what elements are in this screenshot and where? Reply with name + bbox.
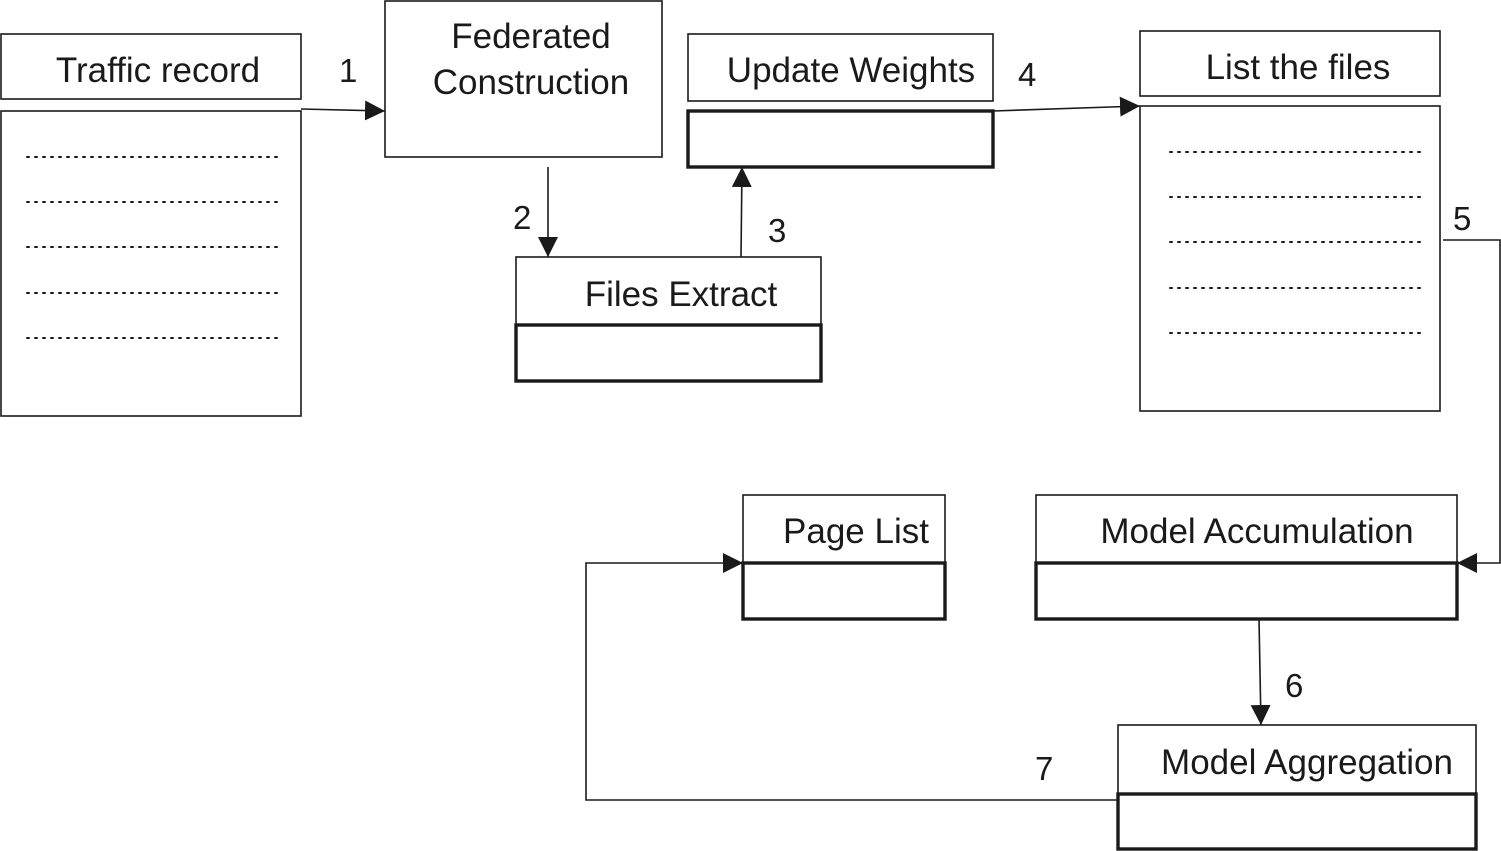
- edge-6: 6: [1250, 618, 1303, 726]
- update-weights-header: [687, 33, 994, 102]
- model-aggregation-label: Model Aggregation: [1161, 743, 1453, 782]
- files-extract-body: [514, 323, 823, 383]
- federated-construction-node: Federated Construction: [384, 0, 663, 158]
- edge-7: 7: [585, 553, 1118, 801]
- edge-1-arrow: [300, 100, 386, 121]
- edge-2: 2: [513, 167, 558, 257]
- edge-4-arrow: [992, 96, 1141, 117]
- edge-3-label: 3: [768, 212, 786, 249]
- files-extract-header: [515, 256, 822, 326]
- federated-construction-label-line1: Federated: [451, 17, 611, 56]
- list-the-files-label: List the files: [1206, 48, 1391, 87]
- list-the-files-body: [1139, 105, 1441, 412]
- page-list-header: [742, 494, 946, 564]
- list-the-files-header: [1139, 30, 1441, 97]
- model-aggregation-header: [1117, 724, 1477, 795]
- model-accumulation-body: [1034, 561, 1459, 621]
- edge-5-label: 5: [1453, 200, 1471, 237]
- traffic-record-node: Traffic record: [0, 33, 302, 417]
- model-accumulation-node: Model Accumulation: [1034, 494, 1459, 621]
- files-extract-label: Files Extract: [585, 275, 778, 314]
- edge-2-label: 2: [513, 199, 531, 236]
- traffic-record-body: [0, 110, 302, 417]
- model-accumulation-header: [1035, 494, 1458, 564]
- update-weights-label: Update Weights: [727, 51, 975, 90]
- edge-1-label: 1: [339, 52, 357, 89]
- edge-6-arrow: [1250, 618, 1271, 726]
- model-aggregation-body: [1116, 792, 1478, 851]
- page-list-body: [741, 561, 947, 621]
- traffic-record-label: Traffic record: [56, 51, 260, 90]
- edge-5: 5: [1443, 200, 1501, 573]
- page-list-node: Page List: [741, 494, 947, 621]
- edge-1: 1: [300, 52, 386, 121]
- update-weights-node: Update Weights: [686, 33, 995, 169]
- model-aggregation-node: Model Aggregation: [1116, 724, 1478, 851]
- edge-6-label: 6: [1285, 667, 1303, 704]
- federated-construction-box: [384, 0, 663, 158]
- files-extract-node: Files Extract: [514, 256, 823, 383]
- edge-7-arrow: [585, 553, 1118, 801]
- edge-4: 4: [992, 56, 1141, 117]
- edge-5-arrow: [1443, 239, 1501, 573]
- federated-construction-label-line2: Construction: [433, 63, 629, 102]
- list-the-files-dotted-lines: [1169, 151, 1427, 334]
- edge-7-label: 7: [1035, 750, 1053, 787]
- model-accumulation-label: Model Accumulation: [1100, 512, 1413, 551]
- edge-3: 3: [731, 166, 786, 258]
- edge-4-label: 4: [1018, 56, 1036, 93]
- traffic-record-dotted-lines: [26, 156, 284, 339]
- traffic-record-header: [0, 33, 302, 100]
- page-list-label: Page List: [783, 512, 929, 551]
- update-weights-body: [686, 109, 995, 169]
- edge-3-arrow: [731, 166, 752, 258]
- list-the-files-node: List the files: [1139, 30, 1441, 412]
